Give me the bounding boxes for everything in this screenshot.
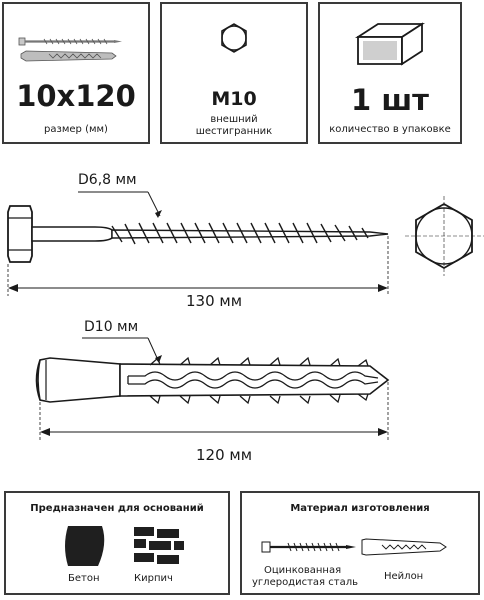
head-value: M10 (211, 88, 257, 110)
plug-diameter-label: D10 мм (84, 319, 139, 335)
size-card: 10x120 размер (мм) (2, 2, 150, 144)
quantity-card: 1 шт количество в упаковке (318, 2, 462, 144)
head-card: M10 внешний шестигранник (160, 2, 308, 144)
screw-and-plug-thumbnail-icon (18, 37, 122, 62)
concrete-block-icon (65, 526, 105, 566)
material-card: Материал изготовления Оцинкованная углер… (240, 491, 480, 595)
plug-length-label: 120 мм (196, 446, 253, 464)
hex-head-icon (221, 23, 247, 53)
head-label-line1: внешний (210, 114, 258, 125)
size-label: размер (мм) (44, 124, 108, 135)
quantity-label: количество в упаковке (329, 124, 451, 135)
screw-drawing (7, 191, 484, 296)
base-brick-label: Кирпич (134, 573, 173, 584)
material-title: Материал изготовления (290, 503, 430, 514)
wall-plug-icon (361, 538, 447, 556)
screw-diameter-label: D6,8 мм (78, 172, 137, 188)
plug-drawing (35, 337, 390, 440)
quantity-value: 1 шт (351, 83, 429, 117)
material-steel-label-line1: Оцинкованная (264, 565, 342, 576)
box-icon (354, 22, 426, 66)
material-steel-label-line2: углеродистая сталь (252, 577, 358, 588)
bases-card: Предназначен для оснований Бетон Кирпич (4, 491, 230, 595)
head-label-line2: шестигранник (195, 126, 273, 137)
bases-title: Предназначен для оснований (30, 503, 204, 514)
base-concrete-label: Бетон (68, 573, 100, 584)
material-nylon-label: Нейлон (384, 571, 424, 582)
brick-icon (134, 527, 184, 564)
screw-icon (261, 541, 356, 553)
screw-length-label: 130 мм (186, 292, 243, 310)
size-value: 10x120 (16, 79, 136, 113)
